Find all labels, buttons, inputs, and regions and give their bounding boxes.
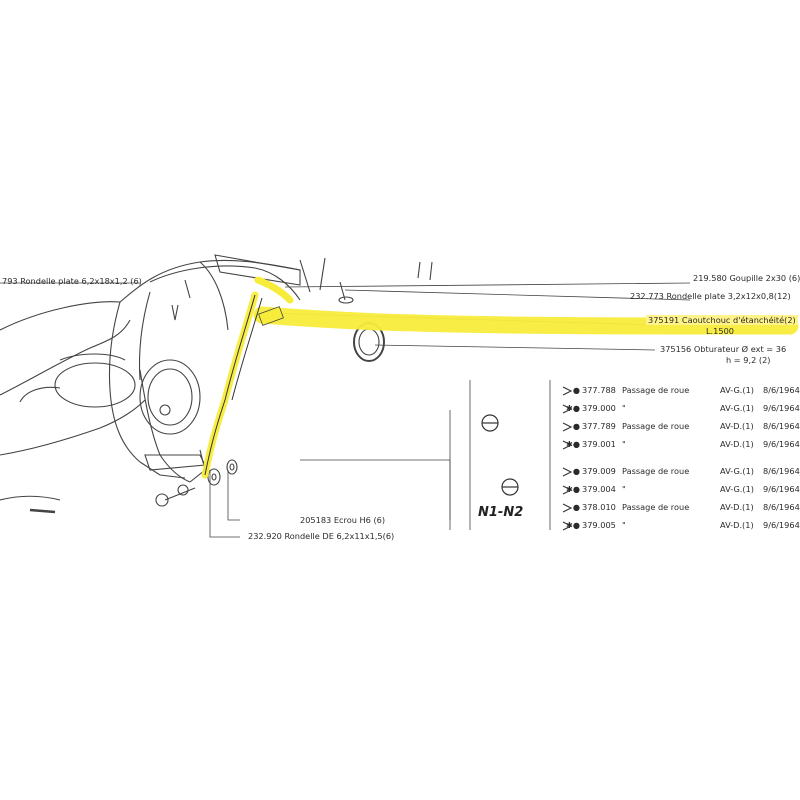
table-row: ✱● 379.001 " AV-D.(1) 9/6/1964 <box>562 440 800 452</box>
label-rondelle-plate-left: 793 Rondelle plate 6,2x18x1,2 (6) <box>2 276 142 286</box>
washer-2 <box>226 459 238 475</box>
table-row: ● 377.789 Passage de roue AV-D.(1) 8/6/1… <box>562 422 800 434</box>
arrow-right-icon <box>562 440 573 450</box>
arrow-right-icon <box>562 422 573 432</box>
table-row: ✱● 379.004 " AV-G.(1) 9/6/1964 <box>562 485 800 497</box>
arrow-right-icon <box>562 404 573 414</box>
fender-outline <box>0 259 301 331</box>
label-rondelle-plate-right: 232.773 Rondelle plate 3,2x12x0,8(12) <box>630 291 791 301</box>
label-obturateur-height: h = 9,2 (2) <box>726 355 771 365</box>
table-row: ✱● 379.005 " AV-D.(1) 9/6/1964 <box>562 521 800 533</box>
label-caoutchouc-length: L.1500 <box>706 326 735 336</box>
arrow-right-icon <box>562 503 573 513</box>
label-obturateur: 375156 Obturateur Ø ext = 36 <box>660 344 787 354</box>
label-caoutchouc: 375191 Caoutchouc d'étanchéité(2) <box>646 315 798 325</box>
label-caoutchouc-line1: 375191 Caoutchouc d'étanchéité(2) <box>646 315 798 325</box>
label-rondelle-de: 232.920 Rondelle DE 6,2x11x1,5(6) <box>248 531 395 541</box>
label-goupille: 219.580 Goupille 2x30 (6) <box>693 273 800 283</box>
arrow-right-icon <box>562 467 573 477</box>
headlight <box>139 359 201 435</box>
variant-label: N1-N2 <box>478 505 524 520</box>
arrow-right-icon <box>562 521 573 531</box>
label-ecrou: 205183 Ecrou H6 (6) <box>300 515 386 525</box>
table-row: ✱● 379.000 " AV-G.(1) 9/6/1964 <box>562 404 800 416</box>
washer-1 <box>207 468 221 486</box>
table-row: ● 379.009 Passage de roue AV-G.(1) 8/6/1… <box>562 467 800 479</box>
arrow-right-icon <box>562 386 573 396</box>
table-row: ● 378.010 Passage de roue AV-D.(1) 8/6/1… <box>562 503 800 515</box>
table-row: ● 377.788 Passage de roue AV-G.(1) 8/6/1… <box>562 386 800 398</box>
arrow-right-icon <box>562 485 573 495</box>
